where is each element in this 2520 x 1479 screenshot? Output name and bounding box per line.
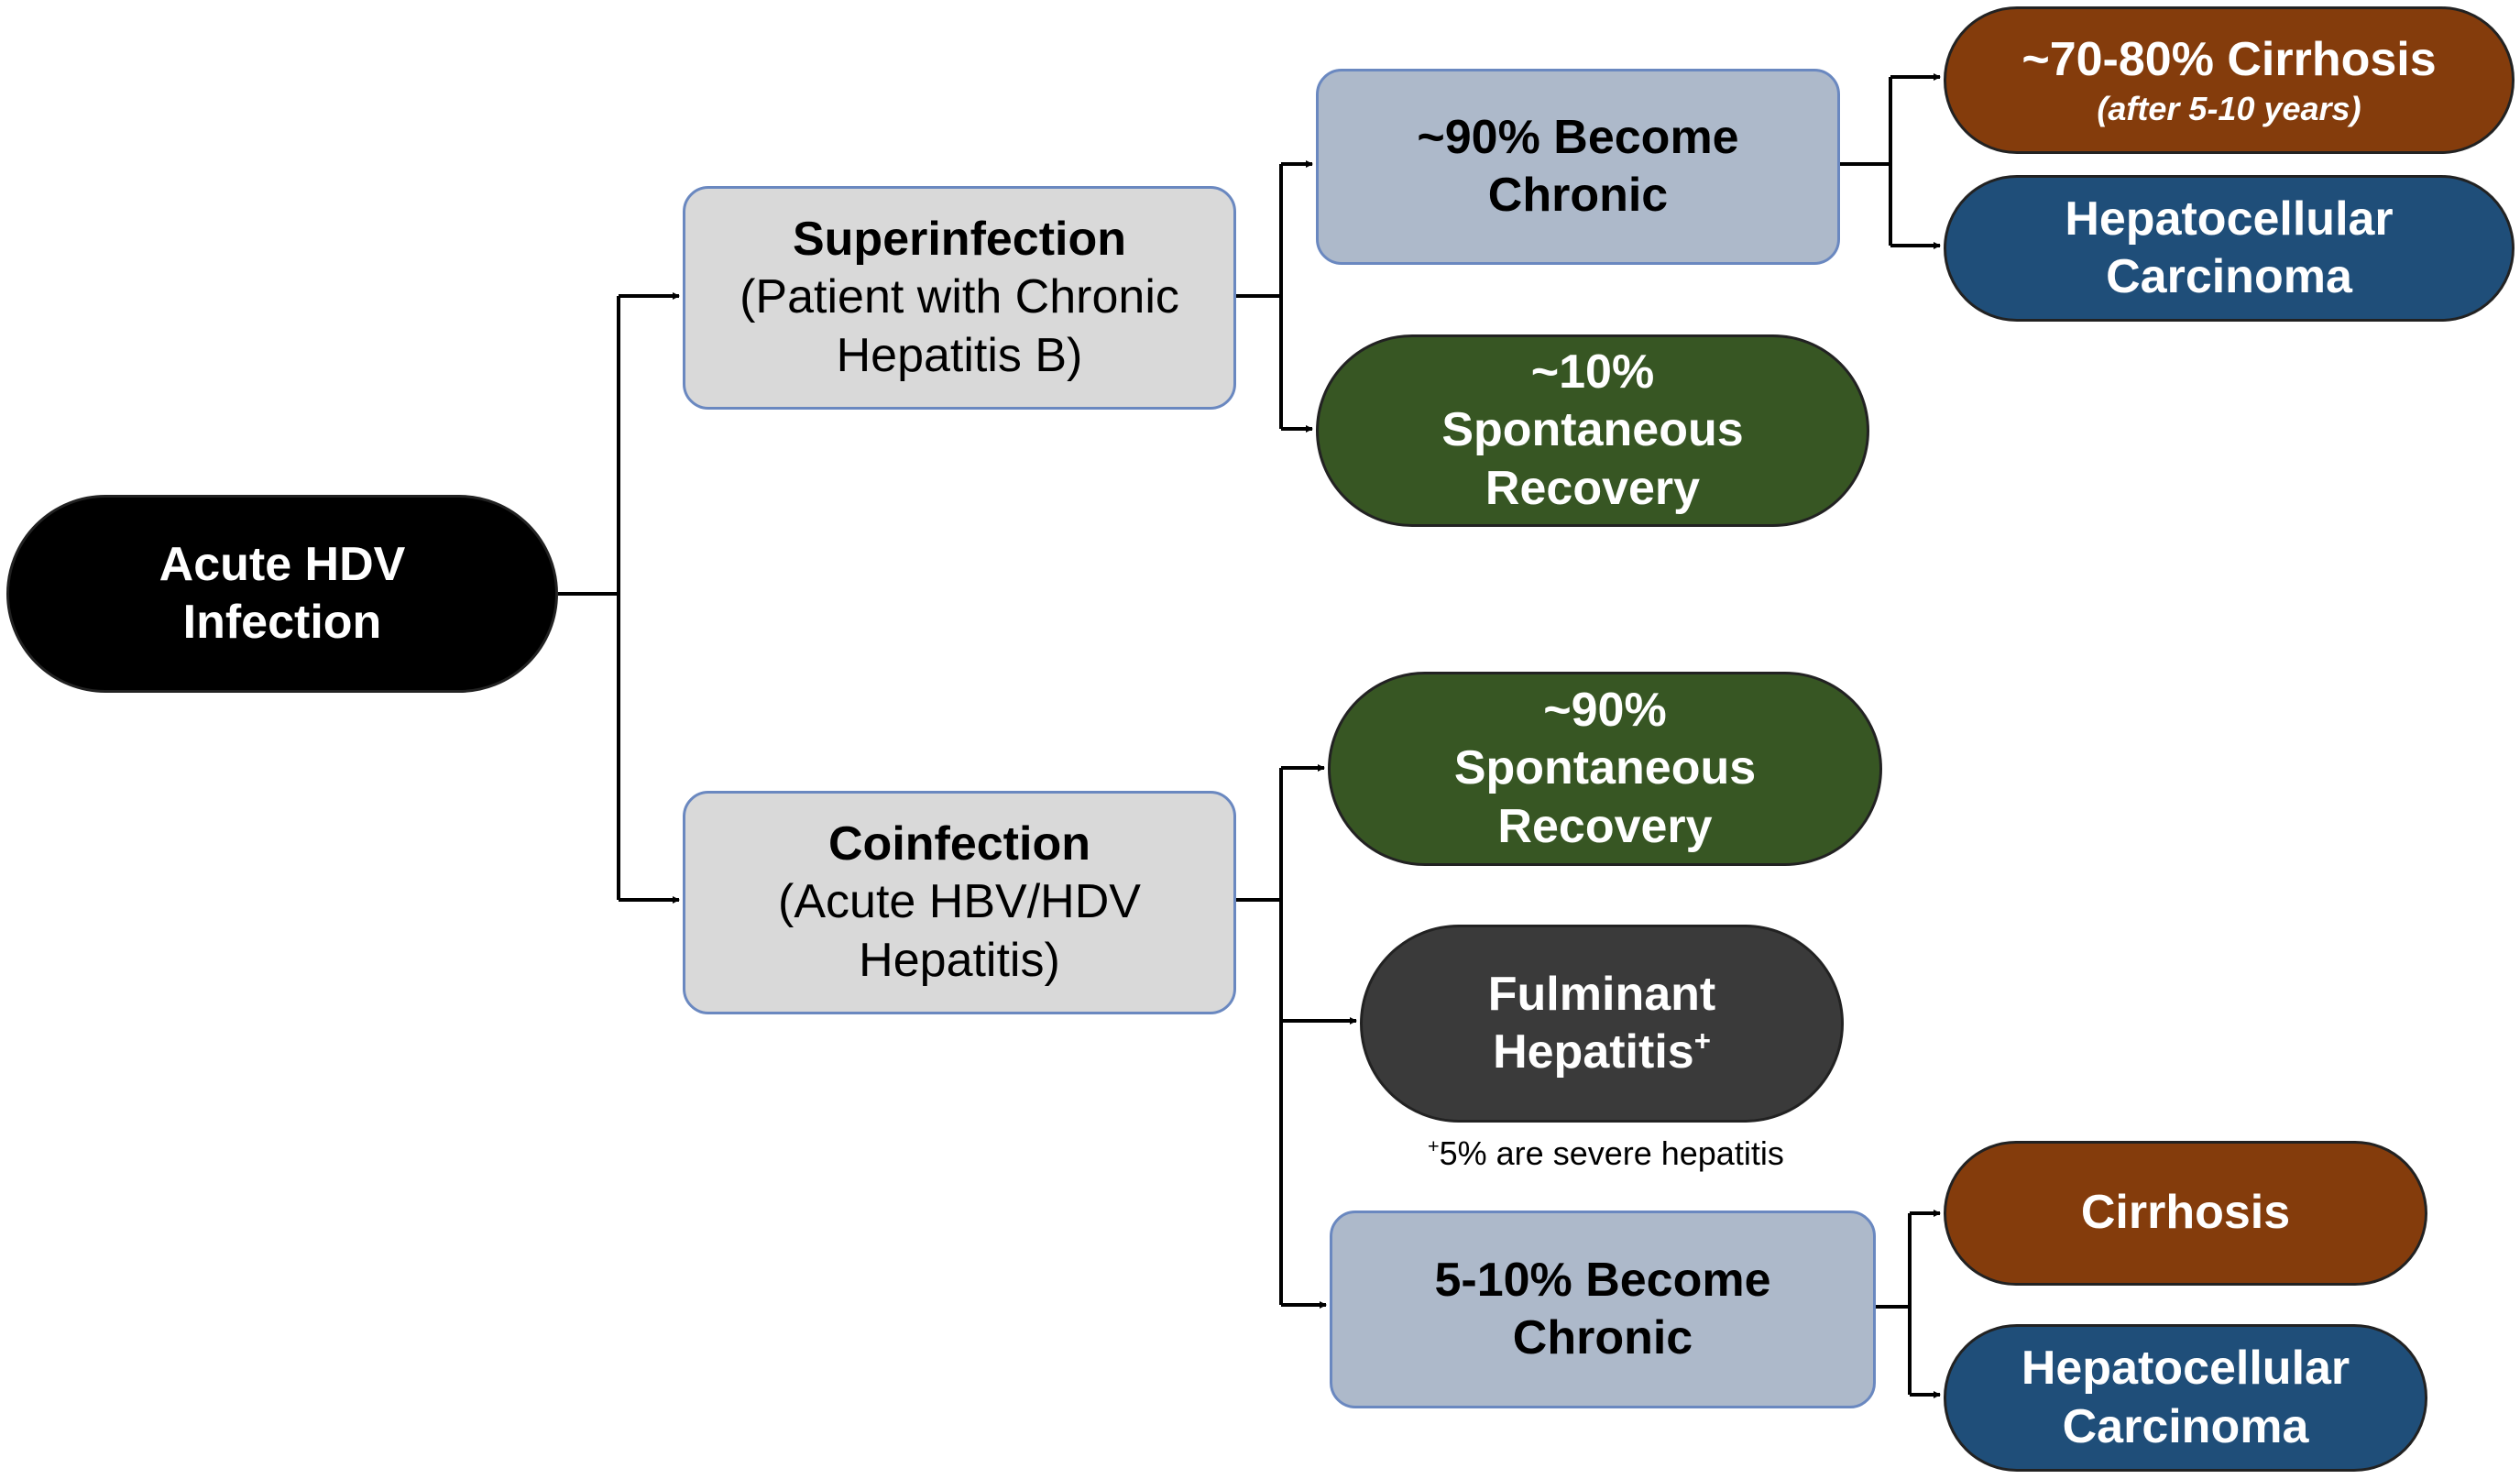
footnote-mark: + — [1428, 1134, 1440, 1157]
footnote: +5% are severe hepatitis — [1428, 1134, 1784, 1173]
node-super-spontaneous-recovery: ~10% Spontaneous Recovery — [1316, 334, 1869, 527]
label-line: ~10% — [1530, 345, 1655, 399]
label-line: Chronic — [1487, 169, 1669, 222]
node-co-spontaneous-recovery: ~90% Spontaneous Recovery — [1328, 672, 1882, 866]
node-super-cirrhosis: ~70-80% Cirrhosis (after 5-10 years) — [1944, 6, 2515, 154]
node-co-hepatocellular-carcinoma: Hepatocellular Carcinoma — [1944, 1324, 2427, 1472]
node-title: Superinfection — [792, 212, 1127, 266]
node-coinfection: Coinfection (Acute HBV/HDV Hepatitis) — [683, 791, 1236, 1014]
label-line: ~70-80% Cirrhosis — [2021, 32, 2437, 86]
label-line: Spontaneous — [1453, 741, 1757, 795]
connector-super-chronic — [1840, 77, 1892, 246]
connector-superinfection — [1236, 164, 1283, 429]
label-line: Cirrhosis — [2080, 1186, 2291, 1240]
label-line: Hepatitis+ — [1493, 1024, 1711, 1081]
label-line: 5-10% Become — [1434, 1253, 1771, 1307]
label-line: Carcinoma — [2106, 250, 2352, 303]
label-line: Acute HDV — [159, 537, 406, 591]
label-line: ~90% — [1543, 683, 1667, 737]
label-line: (Patient with Chronic — [740, 270, 1179, 324]
label-line: Spontaneous — [1441, 403, 1744, 457]
label-line: Recovery — [1485, 461, 1701, 515]
node-title: Coinfection — [828, 816, 1090, 871]
label-line: Recovery — [1497, 799, 1713, 853]
label-line: Fulminant — [1487, 967, 1716, 1021]
label-line: Hepatocellular — [2065, 192, 2394, 246]
connector-acute — [558, 296, 620, 900]
node-co-become-chronic: 5-10% Become Chronic — [1330, 1211, 1876, 1408]
connector-co-chronic — [1876, 1213, 1912, 1395]
cirrhosis-timeframe-note: (after 5-10 years) — [2097, 90, 2361, 128]
node-super-hepatocellular-carcinoma: Hepatocellular Carcinoma — [1944, 175, 2515, 322]
label-line: Infection — [182, 596, 382, 649]
label-line: (Acute HBV/HDV — [778, 875, 1141, 929]
label-line: Hepatocellular — [2021, 1342, 2350, 1396]
node-co-fulminant-hepatitis: Fulminant Hepatitis+ — [1360, 925, 1844, 1123]
label-text: Hepatitis — [1493, 1025, 1694, 1079]
node-co-cirrhosis: Cirrhosis — [1944, 1141, 2427, 1286]
label-line: ~90% Become — [1417, 110, 1739, 164]
label-line: Chronic — [1512, 1311, 1693, 1364]
connector-coinfection — [1236, 768, 1283, 1305]
label-line: Hepatitis B) — [836, 328, 1083, 382]
footnote-text: 5% are severe hepatitis — [1439, 1134, 1784, 1172]
label-line: Hepatitis) — [859, 933, 1060, 987]
node-acute-hdv-infection: Acute HDV Infection — [6, 495, 558, 693]
node-superinfection: Superinfection (Patient with Chronic Hep… — [683, 186, 1236, 410]
label-line: Carcinoma — [2062, 1399, 2309, 1453]
footnote-mark: + — [1693, 1024, 1711, 1057]
node-super-become-chronic: ~90% Become Chronic — [1316, 69, 1840, 265]
